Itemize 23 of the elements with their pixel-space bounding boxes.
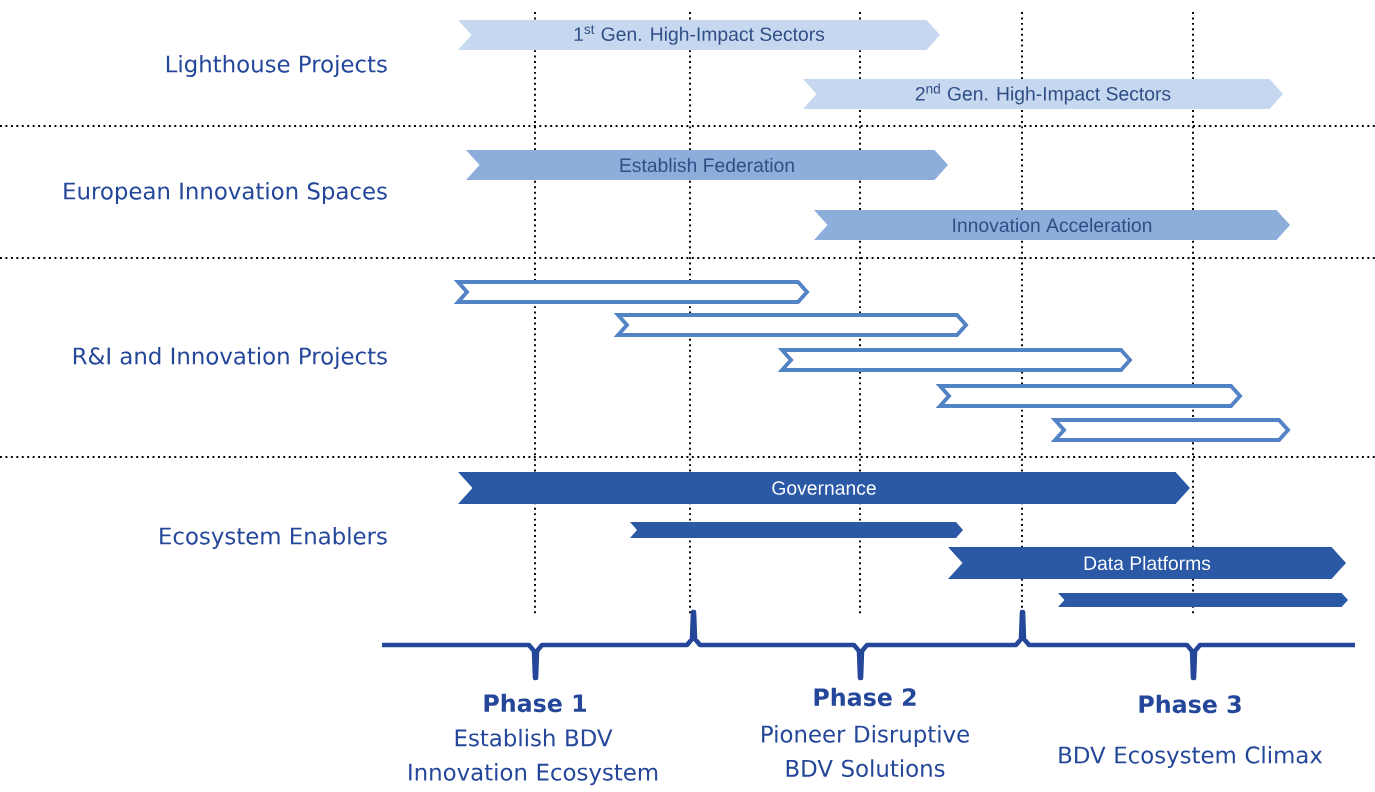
chevron-bar: Establish Federation bbox=[466, 150, 948, 180]
phase-description: BDV Ecosystem Climax bbox=[1059, 745, 1323, 769]
chevron-bar bbox=[613, 313, 969, 337]
phase-title: Phase 1 bbox=[484, 693, 586, 713]
chevron-bar bbox=[630, 522, 963, 538]
chevron-bar: Innovation Acceleration bbox=[814, 210, 1290, 240]
chevron-bar bbox=[453, 280, 810, 304]
row-label: Lighthouse Projects bbox=[166, 54, 387, 78]
row-label: Ecosystem Enablers bbox=[160, 526, 387, 550]
chevron-bar: 2$^{nd}$ Gen. High-Impact Sectors bbox=[803, 79, 1283, 109]
phase-description: Pioneer Disruptive BDV Solutions bbox=[762, 725, 969, 777]
chevron-bar: 1$^{st}$ Gen. High-Impact Sectors bbox=[458, 20, 940, 50]
phase-description: Establish BDV Innovation Ecosystem bbox=[409, 728, 658, 786]
phase-title: Phase 3 bbox=[1139, 694, 1241, 714]
chevron-bar bbox=[777, 348, 1133, 372]
chevron-bar: Data Platforms bbox=[948, 547, 1346, 579]
chevron-bar bbox=[935, 384, 1243, 408]
chevron-bar bbox=[1050, 418, 1291, 442]
chevron-bar bbox=[1058, 593, 1348, 607]
phase-title: Phase 2 bbox=[814, 687, 916, 707]
chevron-bar: Governance bbox=[458, 472, 1190, 504]
row-label: R&I and Innovation Projects bbox=[73, 346, 387, 370]
row-label: European Innovation Spaces bbox=[64, 181, 387, 205]
